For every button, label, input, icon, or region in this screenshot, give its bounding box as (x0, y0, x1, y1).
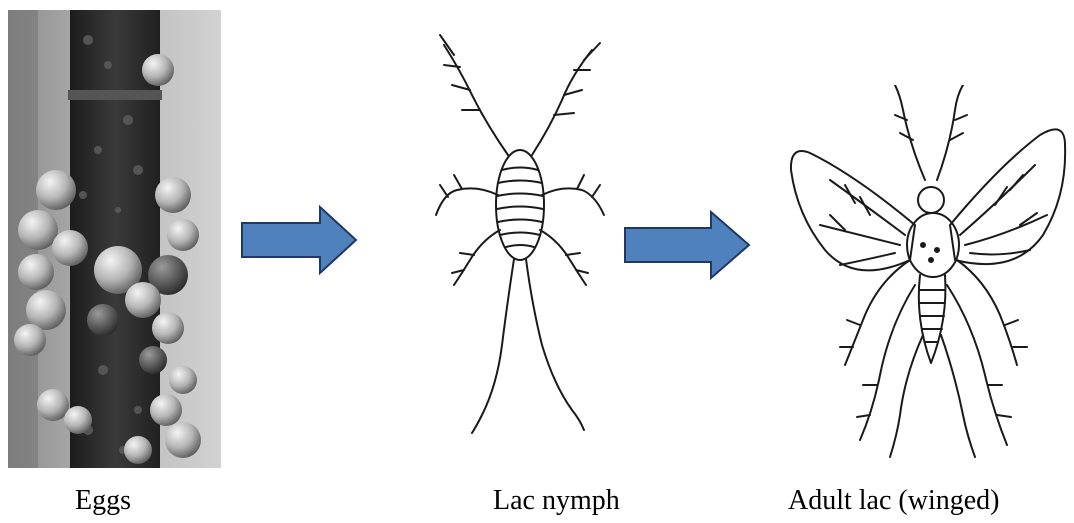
right-arrow-icon (240, 205, 358, 275)
lac-nymph-drawing (432, 15, 607, 435)
right-arrow-icon (623, 210, 751, 280)
eggs-caption: Eggs (75, 487, 131, 515)
winged-lac-adult-drawing (785, 85, 1070, 460)
adult-caption: Adult lac (winged) (788, 487, 1000, 515)
eggs-photo (8, 10, 221, 468)
nymph-caption: Lac nymph (493, 487, 620, 515)
